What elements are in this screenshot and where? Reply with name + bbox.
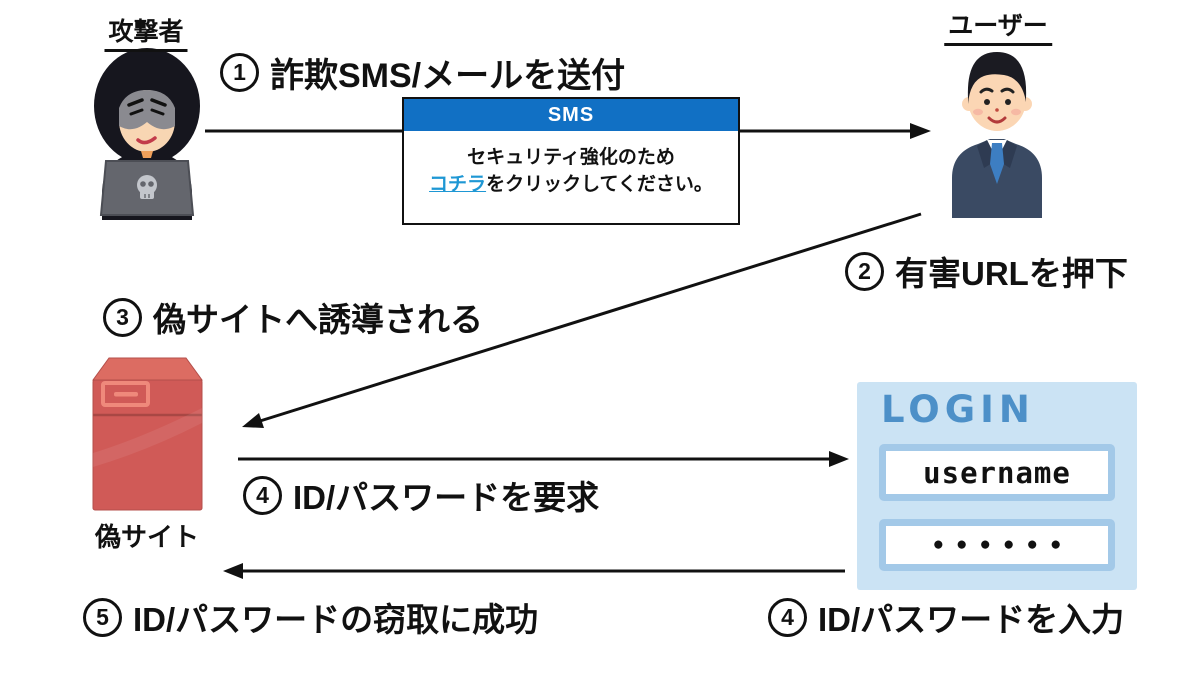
server-slot xyxy=(101,381,150,407)
sms-body-line2-rest: をクリックしてください。 xyxy=(486,174,713,195)
user-illustration xyxy=(952,52,1042,218)
sms-body-line1: セキュリティ強化のため xyxy=(467,147,675,168)
arrowhead-steal-credentials xyxy=(223,563,243,579)
step-1-number: 1 xyxy=(220,53,259,92)
step-5-text: ID/パスワードの窃取に成功 xyxy=(133,601,539,638)
hair-shape xyxy=(967,52,1027,104)
step-2-click-url: 2 有害URLを押下 xyxy=(845,247,1128,295)
arrowhead-redirect xyxy=(242,413,264,428)
attacker-illustration xyxy=(94,48,200,220)
smirk-mouth xyxy=(136,136,157,145)
arrowhead-request-credentials xyxy=(829,451,849,467)
sms-body-line2: コチラをクリックしてください。 xyxy=(404,171,738,198)
fake-site-label: 偽サイト xyxy=(94,522,200,552)
phishing-link[interactable]: コチラ xyxy=(429,174,487,195)
username-value: username xyxy=(923,455,1071,490)
step-2-number: 2 xyxy=(845,251,884,291)
step-4-input-text: ID/パスワードを入力 xyxy=(818,601,1125,638)
step-4-request-text: ID/パスワードを要求 xyxy=(293,479,600,516)
step-3-number: 3 xyxy=(103,297,142,337)
arrowhead-sms-send xyxy=(910,123,931,139)
mask-shape xyxy=(119,90,175,130)
step-4-input-number: 4 xyxy=(768,597,807,637)
sms-header: SMS xyxy=(404,99,738,131)
password-dots: ●●●●●● xyxy=(932,534,1074,555)
arrow-redirect xyxy=(259,212,922,423)
step-4-request-credentials: 4 ID/パスワードを要求 xyxy=(243,471,599,519)
username-field: username xyxy=(879,444,1115,501)
login-form-illustration: LOGIN username ●●●●●● xyxy=(857,382,1137,590)
login-title: LOGIN xyxy=(881,388,1035,431)
smile-mouth xyxy=(987,116,1007,124)
step-4-request-number: 4 xyxy=(243,475,282,515)
step-5-number: 5 xyxy=(83,597,122,637)
step-1-send-sms: 1 詐欺SMS/メールを送付 xyxy=(220,48,625,97)
attacker-label: 攻撃者 xyxy=(104,12,188,52)
sms-body: セキュリティ強化のため コチラをクリックしてください。 xyxy=(404,131,738,198)
password-field: ●●●●●● xyxy=(879,519,1115,571)
step-4-input-credentials: 4 ID/パスワードを入力 xyxy=(768,593,1124,641)
step-5-steal-success: 5 ID/パスワードの窃取に成功 xyxy=(83,593,538,641)
step-2-text: 有害URLを押下 xyxy=(895,255,1128,292)
skull-icon xyxy=(137,175,157,199)
user-label: ユーザー xyxy=(944,6,1052,46)
fake-site-server-illustration xyxy=(92,357,203,511)
sms-message-box: SMS セキュリティ強化のため コチラをクリックしてください。 xyxy=(402,97,740,225)
step-3-redirect: 3 偽サイトへ誘導される xyxy=(103,293,483,341)
step-1-text: 詐欺SMS/メールを送付 xyxy=(270,57,626,95)
tie xyxy=(990,143,1004,184)
step-3-text: 偽サイトへ誘導される xyxy=(153,301,483,338)
